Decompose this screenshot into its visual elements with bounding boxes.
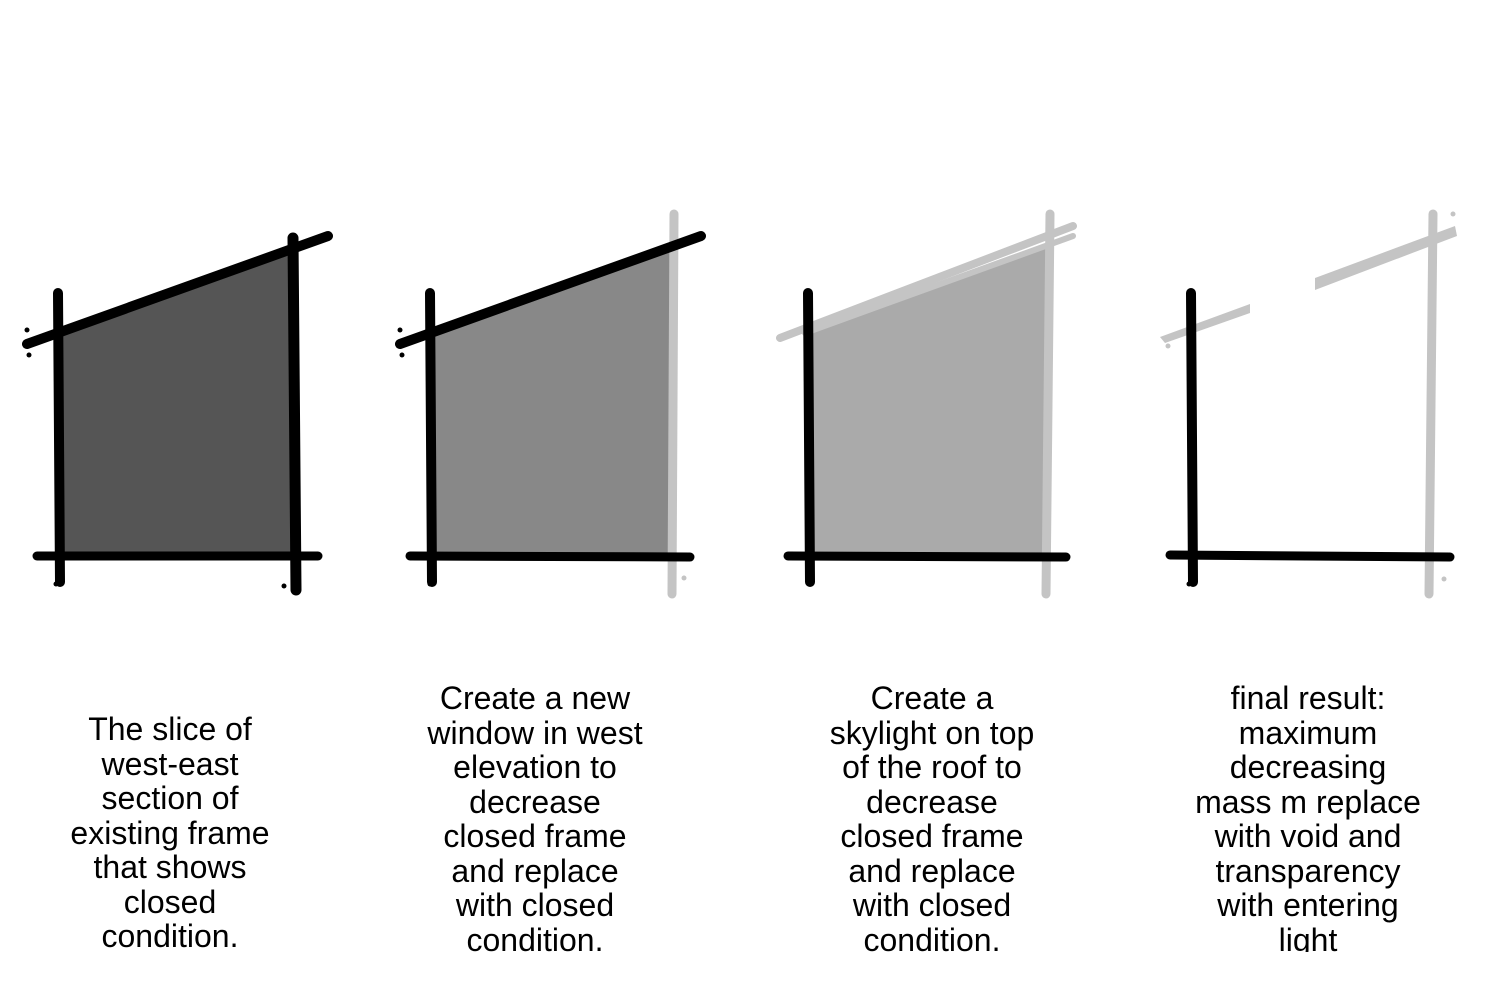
caption-line: maximum: [1238, 714, 1378, 751]
caption-line: closed frame: [443, 818, 627, 854]
roof-fragment-west: [1160, 304, 1250, 343]
caption-line: transparency: [1215, 852, 1401, 889]
floor-beam: [783, 551, 1071, 562]
caption-line: decrease: [866, 783, 998, 820]
left-post: [803, 288, 815, 587]
closed-mass-fill: [432, 246, 670, 556]
caption-line: existing frame: [70, 814, 270, 851]
caption-line: condition.: [101, 918, 239, 952]
roof-beam: [22, 231, 333, 349]
floor-beam: [405, 551, 695, 562]
panel-3-skylight: [776, 209, 1077, 599]
caption-line: section of: [101, 780, 239, 816]
right-post: [287, 232, 302, 596]
left-post: [1186, 288, 1198, 587]
floor-beam: [1165, 550, 1455, 562]
caption-line: final result:: [1230, 680, 1386, 716]
caption-line: with closed: [852, 887, 1012, 923]
right-post-removed: [1424, 209, 1438, 599]
caption-line: Create a new: [439, 680, 631, 716]
caption-line: with closed: [455, 887, 615, 923]
closed-mass-fill: [810, 244, 1050, 556]
caption-line: and replace: [848, 852, 1016, 889]
roof-beam: [395, 231, 706, 349]
caption-line: skylight on top: [829, 714, 1035, 751]
caption-line: window in west: [427, 714, 643, 751]
caption-line: elevation to: [453, 749, 617, 785]
right-post-removed: [667, 209, 679, 599]
caption-line: and replace: [451, 852, 619, 889]
roof-beam-removed: [776, 222, 1077, 342]
roof-fragment-east: [1315, 226, 1457, 290]
caption-line: light: [1278, 921, 1338, 952]
caption-line: Create a: [870, 680, 994, 716]
panel-4-final-result: [1160, 209, 1457, 599]
caption-line: decreasing: [1229, 749, 1387, 785]
caption-line: mass m replace: [1195, 783, 1421, 820]
right-post-removed: [1041, 209, 1055, 599]
caption-line: with entering: [1217, 887, 1399, 923]
caption-line: The slice of: [88, 711, 252, 747]
caption-line: closed: [123, 883, 217, 920]
left-post: [425, 288, 437, 587]
left-post: [53, 288, 65, 587]
closed-mass-fill: [60, 246, 295, 556]
panel-2-west-window: [395, 209, 706, 599]
caption-line: that shows: [93, 849, 247, 885]
caption-line: closed frame: [840, 818, 1024, 854]
caption-line: condition.: [863, 921, 1001, 952]
caption-line: west-east: [101, 745, 239, 782]
caption-line: with void and: [1214, 818, 1402, 854]
caption-line: of the roof to: [842, 749, 1022, 785]
caption-line: condition.: [466, 921, 604, 952]
panel-1-existing-frame: [22, 231, 333, 596]
caption-line: decrease: [469, 783, 601, 820]
